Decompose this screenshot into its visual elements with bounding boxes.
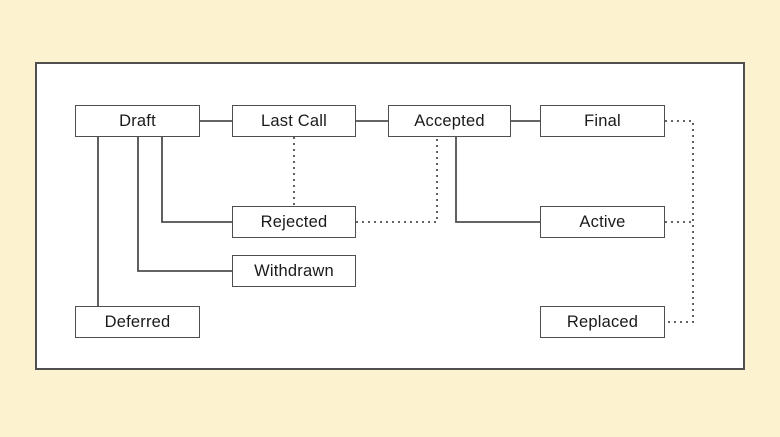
node-last-call-label: Last Call	[261, 111, 327, 130]
node-accepted: Accepted	[388, 105, 511, 137]
node-deferred: Deferred	[75, 306, 200, 338]
node-replaced: Replaced	[540, 306, 665, 338]
node-replaced-label: Replaced	[566, 312, 639, 331]
node-withdrawn-label: Withdrawn	[254, 261, 334, 280]
node-rejected: Rejected	[232, 206, 356, 238]
node-active: Active	[540, 206, 665, 238]
node-withdrawn: Withdrawn	[232, 255, 356, 287]
node-last-call: Last Call	[232, 105, 356, 137]
node-final: Final	[540, 105, 665, 137]
node-final-label: Final	[584, 111, 621, 130]
node-draft: Draft	[75, 105, 200, 137]
node-active-label: Active	[579, 212, 626, 231]
node-draft-label: Draft	[119, 111, 156, 130]
node-accepted-label: Accepted	[414, 111, 485, 130]
node-deferred-label: Deferred	[104, 312, 171, 331]
node-rejected-label: Rejected	[260, 212, 328, 231]
